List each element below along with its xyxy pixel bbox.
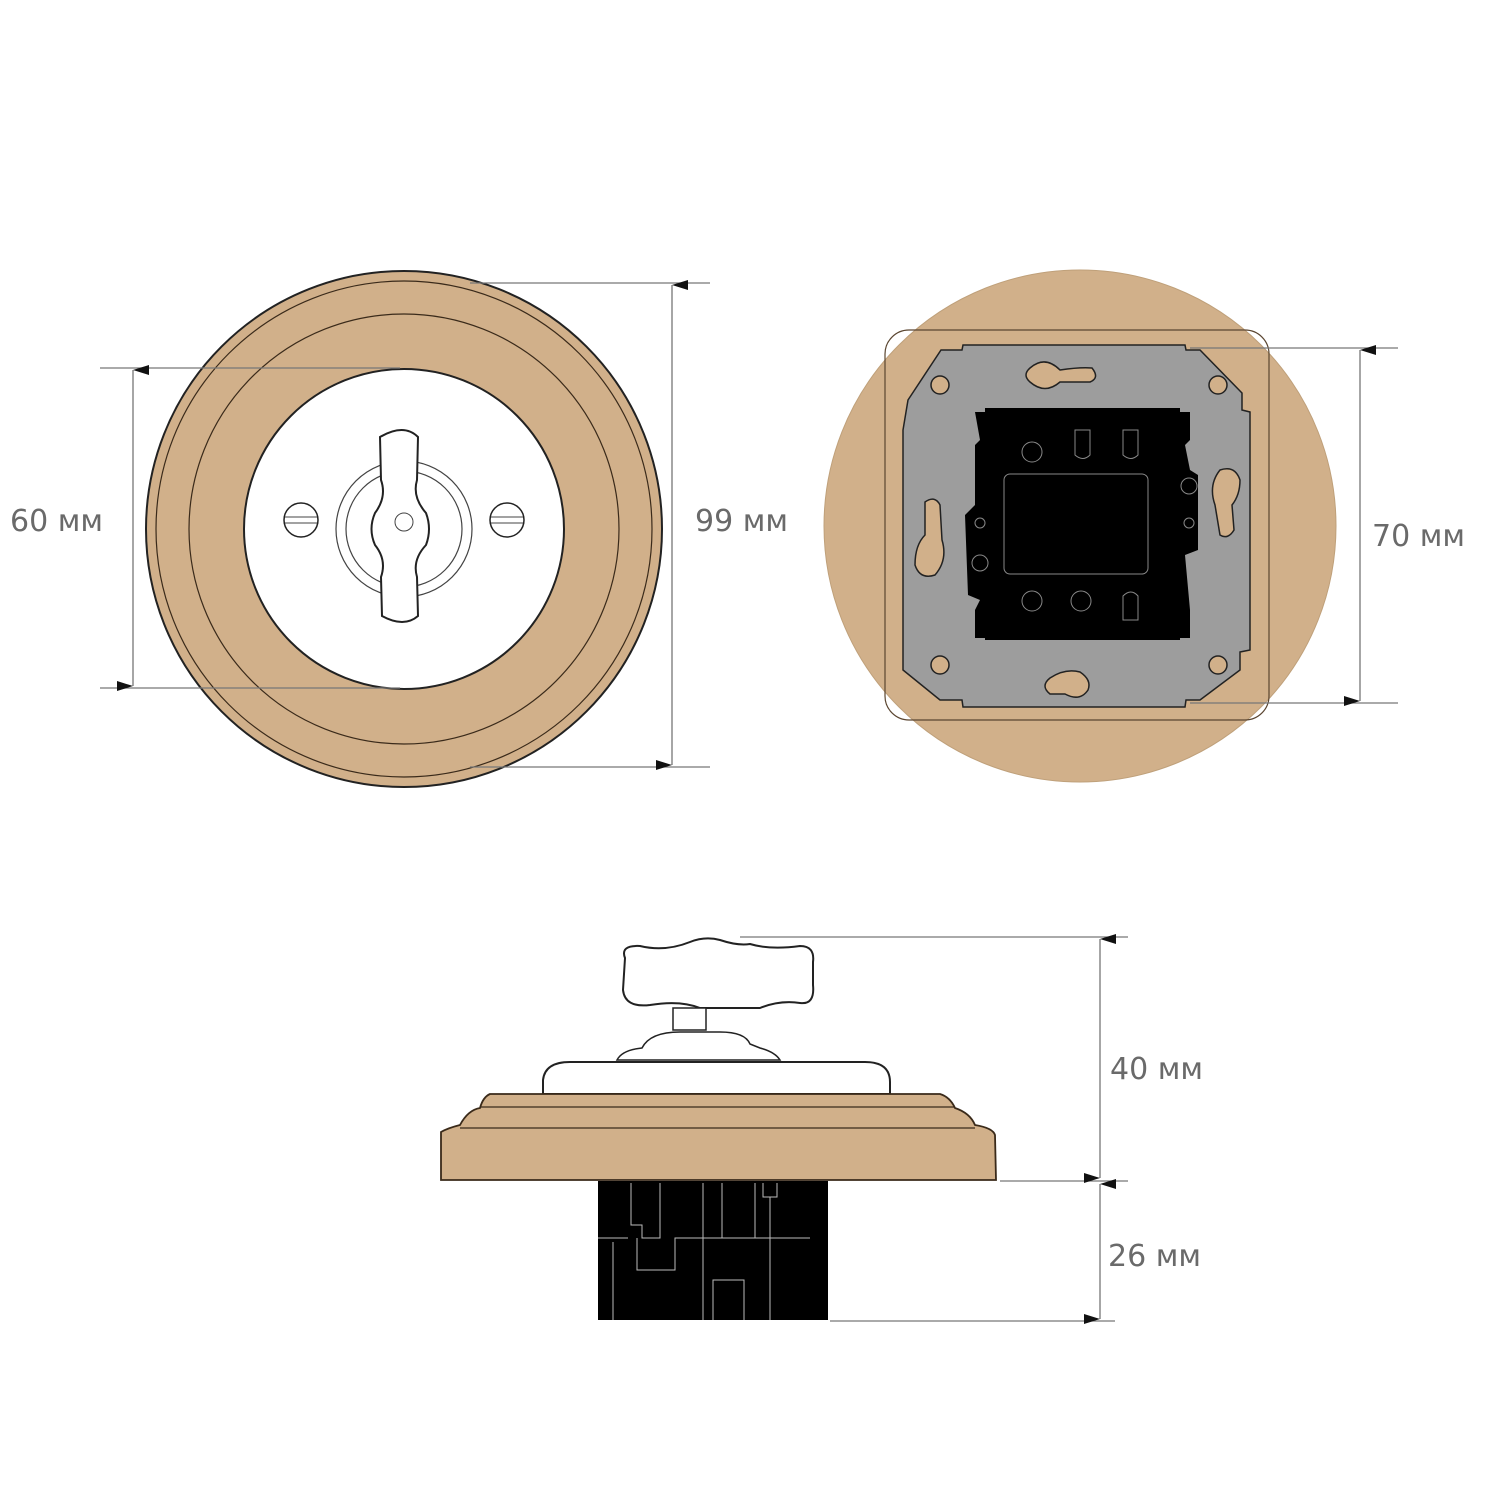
rotary-knob	[370, 429, 430, 623]
dimension-label-26: 26 мм	[1108, 1239, 1201, 1274]
knob-base-top	[615, 1031, 782, 1061]
module-terminals	[971, 429, 1198, 621]
dimension-99mm: 99 мм	[470, 280, 788, 770]
dimension-40mm: 40 мм	[740, 934, 1203, 1183]
porcelain-cover-side	[542, 1061, 891, 1095]
dimension-label-99: 99 мм	[695, 504, 788, 539]
knob-stem	[672, 1007, 707, 1031]
knob-side	[621, 937, 815, 1009]
switch-module	[965, 408, 1198, 640]
side-view: 40 мм 26 мм	[440, 934, 1203, 1324]
rosette-edge-ring	[155, 280, 653, 778]
screw-right	[489, 502, 525, 538]
back-view: 70 мм	[823, 269, 1465, 783]
plate-holes	[914, 361, 1241, 698]
wood-rosette-side	[440, 1093, 997, 1181]
screw-left	[283, 502, 319, 538]
dimension-70mm: 70 мм	[1190, 345, 1465, 706]
dimension-60mm: 60 мм	[10, 365, 400, 691]
dimension-26mm: 26 мм	[830, 1179, 1201, 1324]
knob-center-screw	[394, 512, 414, 532]
dimension-label-40: 40 мм	[1110, 1052, 1203, 1087]
front-view: 60 мм 99 мм	[10, 270, 788, 788]
module-window	[1003, 473, 1149, 575]
rosette-step-ring	[188, 313, 620, 745]
dimension-label-70: 70 мм	[1372, 519, 1465, 554]
dimension-label-60: 60 мм	[10, 504, 103, 539]
back-recess-outline	[884, 329, 1270, 721]
switch-body-details	[598, 1183, 810, 1320]
